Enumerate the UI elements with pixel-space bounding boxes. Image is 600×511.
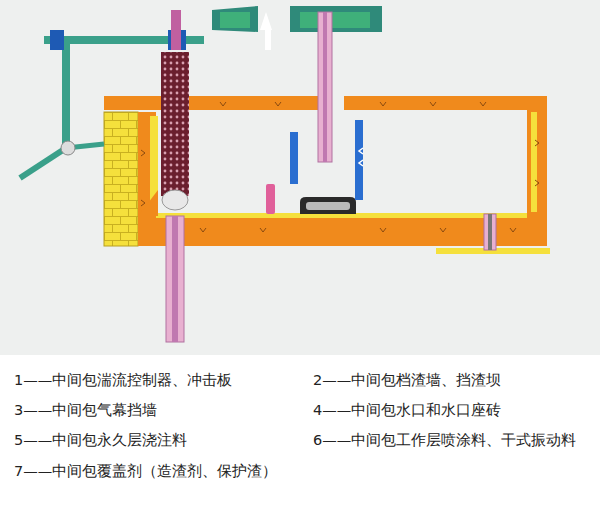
label-text: 4——中间包水口和水口座砖 bbox=[313, 402, 501, 419]
label-text: 5——中间包永久层浇注料 bbox=[14, 432, 187, 449]
illustration-ground bbox=[0, 0, 600, 355]
flow-control bbox=[266, 120, 363, 214]
label-text: 7——中间包覆盖剂（造渣剂、保护渣） bbox=[14, 463, 277, 480]
label-text: 2——中间包档渣墙、挡渣坝 bbox=[313, 372, 501, 389]
stopper-mechanism bbox=[20, 10, 204, 342]
label-text: 3——中间包气幕挡墙 bbox=[14, 402, 157, 419]
right-nozzle bbox=[484, 214, 496, 250]
label-text: 1——中间包湍流控制器、冲击板 bbox=[14, 372, 232, 389]
label-text: 6——中间包工作层喷涂料、干式振动料 bbox=[313, 432, 576, 449]
ladle-shroud bbox=[212, 6, 382, 162]
